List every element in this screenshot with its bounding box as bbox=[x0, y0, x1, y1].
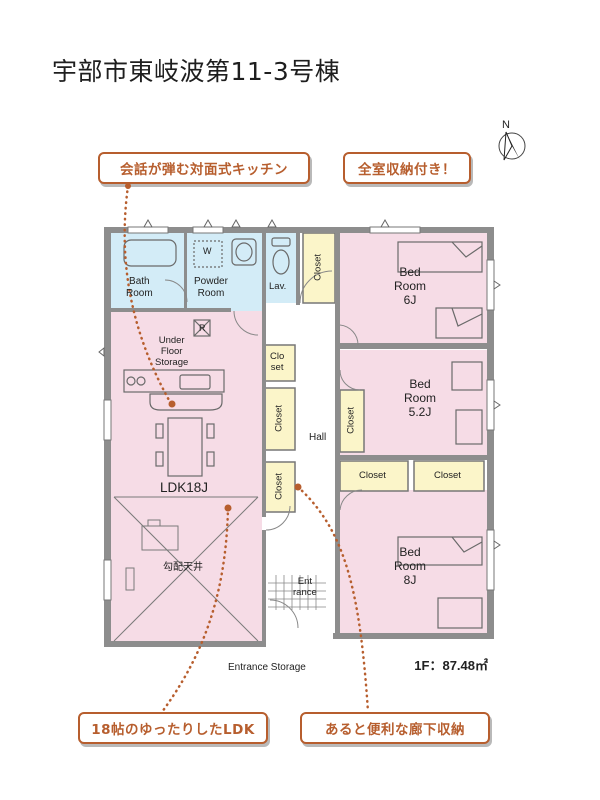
label-bed2: Bed Room 5.2J bbox=[404, 377, 437, 419]
callout-storage-text: 全室収納付き！ bbox=[358, 162, 456, 178]
label-hall: Hall bbox=[309, 432, 327, 443]
callout-hallway-text: あると便利な廊下収納 bbox=[325, 722, 465, 738]
washer-area-fill bbox=[230, 233, 262, 311]
label-closet-4: Closet bbox=[273, 472, 285, 500]
leader-dots bbox=[125, 183, 302, 512]
closet-7 bbox=[413, 460, 485, 492]
label-lav: Lav. bbox=[269, 281, 287, 292]
bath-room-fill bbox=[111, 233, 184, 311]
label-entrance: Ent rance bbox=[293, 576, 317, 598]
floor-area: 1F：87.48㎡ bbox=[414, 658, 488, 673]
closet-1 bbox=[302, 232, 336, 304]
lav-fill bbox=[266, 233, 296, 303]
ldk-fill bbox=[111, 311, 262, 646]
bed1-fill bbox=[340, 233, 487, 343]
closet-3 bbox=[264, 387, 296, 451]
label-washer: W bbox=[203, 246, 212, 256]
sloped-ceiling bbox=[113, 496, 259, 642]
bed3-fill bbox=[340, 490, 487, 636]
door-swings bbox=[164, 270, 363, 629]
label-ldk: LDK18J bbox=[160, 480, 209, 495]
windows bbox=[103, 226, 495, 601]
label-closet-6: Closet bbox=[359, 470, 386, 481]
leader-lines bbox=[123, 184, 370, 714]
label-closet-7: Closet bbox=[434, 470, 461, 481]
label-bed3: Bed Room 8J bbox=[394, 545, 427, 587]
callout-hallway: あると便利な廊下収納 bbox=[300, 712, 490, 744]
powder-room-fill bbox=[184, 233, 230, 311]
callout-ldk: 18帖のゆったりしたLDK bbox=[78, 712, 268, 744]
label-sloped-ceiling: 勾配天井 bbox=[163, 562, 203, 573]
callout-storage: 全室収納付き！ bbox=[343, 152, 471, 184]
callout-kitchen-text: 会話が弾む対面式キッチン bbox=[120, 162, 288, 178]
dining-table bbox=[155, 417, 215, 477]
label-closet-1: Closet bbox=[312, 253, 324, 281]
entrance-grid bbox=[268, 575, 326, 610]
beds bbox=[397, 241, 483, 629]
label-closet-2: Clo set bbox=[270, 351, 285, 373]
label-powder-room: Powder Room bbox=[194, 276, 228, 299]
label-entrance-storage: Entrance Storage bbox=[228, 662, 306, 673]
window-markers bbox=[98, 218, 501, 550]
label-bath-room: Bath Room bbox=[126, 276, 153, 299]
label-closet-5: Closet bbox=[345, 406, 357, 434]
label-bed1: Bed Room 6J bbox=[394, 265, 427, 307]
label-under-floor-storage: Under Floor Storage bbox=[155, 335, 189, 368]
page-title: 宇部市東岐波第11-3号棟 bbox=[52, 57, 341, 86]
fixtures bbox=[123, 237, 291, 411]
closet-4 bbox=[264, 461, 296, 513]
callout-kitchen: 会話が弾む対面式キッチン bbox=[98, 152, 310, 184]
callout-ldk-text: 18帖のゆったりしたLDK bbox=[91, 722, 255, 738]
label-refrigerator: R bbox=[199, 323, 206, 333]
label-closet-3: Closet bbox=[273, 404, 285, 432]
